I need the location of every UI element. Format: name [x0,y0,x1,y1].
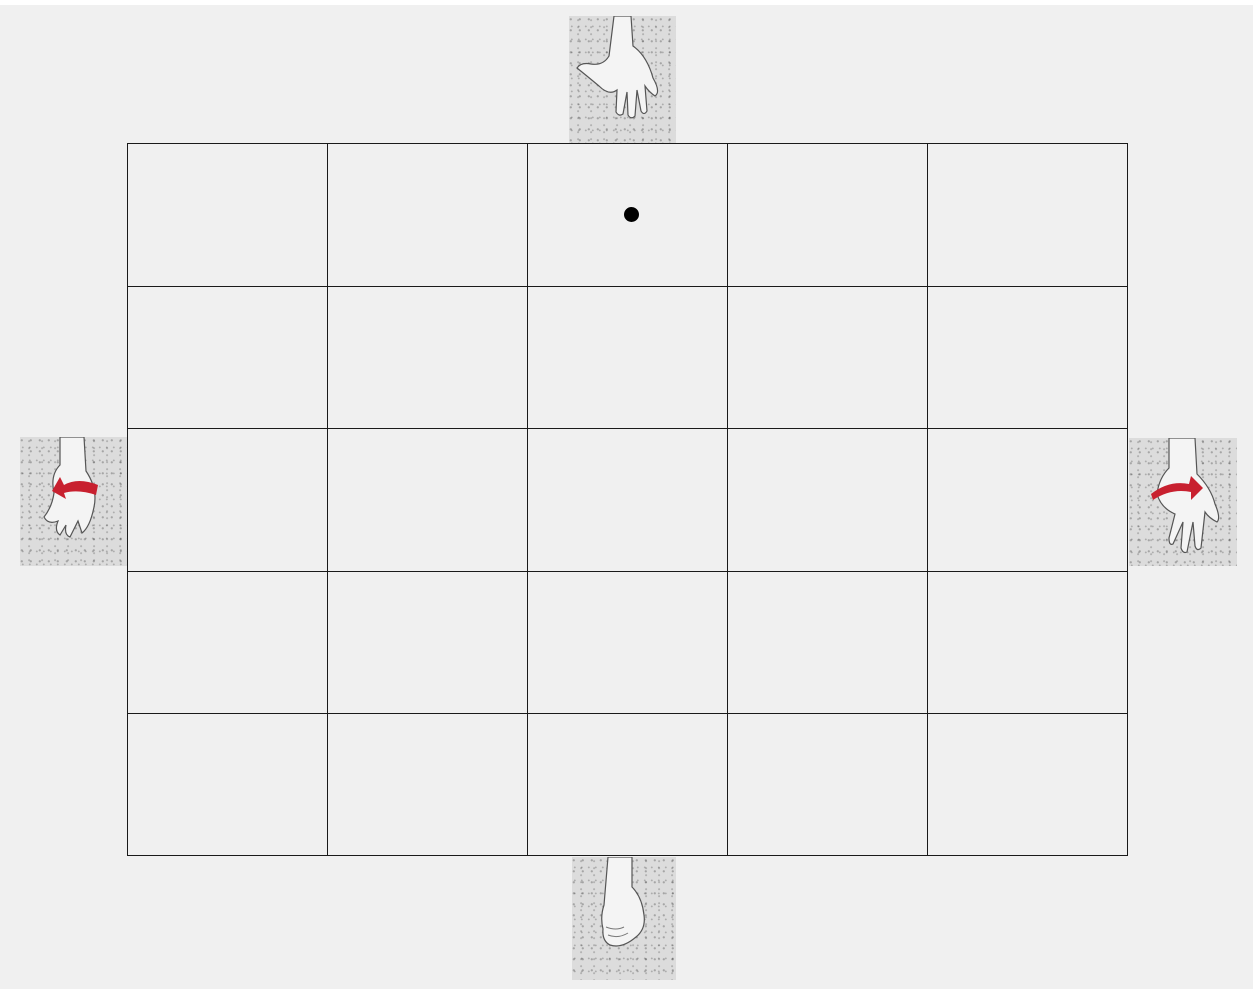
board-cell-r3-c3 [527,428,727,571]
board-cell-r5-c3 [527,713,727,856]
open-hand-palm-down-icon[interactable] [569,16,676,143]
board-cell-r2-c4 [727,285,927,429]
fist-icon[interactable] [572,857,676,980]
game-stage [0,5,1253,989]
board-cell-r4-c5 [927,570,1127,714]
board-cell-r3-c5 [927,428,1127,571]
board-cell-r2-c1 [127,285,327,429]
hand-rotate-left-drawing [43,437,98,538]
board-cell-r3-c1 [127,428,327,571]
game-board-grid [127,143,1128,856]
board-cell-r1-c3 [527,143,727,286]
board-cell-r4-c4 [727,570,927,714]
board-cell-r1-c1 [127,143,327,286]
board-cell-r1-c4 [727,143,927,286]
board-cell-r1-c5 [927,143,1127,286]
board-cell-r4-c1 [127,570,327,714]
board-cell-r1-c2 [327,143,527,286]
board-cell-r5-c2 [327,713,527,856]
hand-rotate-left-icon[interactable] [20,437,127,566]
board-cell-r5-c1 [127,713,327,856]
open-hand-drawing [576,16,659,119]
board-cell-r5-c5 [927,713,1127,856]
hand-rotate-right-drawing [1151,438,1220,554]
player-marker [624,207,639,222]
rotate-left-arrow-icon [52,477,98,499]
board-cell-r5-c4 [727,713,927,856]
board-cell-r3-c2 [327,428,527,571]
board-cell-r2-c3 [527,285,727,429]
board-cell-r4-c2 [327,570,527,714]
fist-drawing [601,857,645,947]
rotate-right-arrow-icon [1151,476,1203,500]
board-cell-r3-c4 [727,428,927,571]
board-cell-r2-c5 [927,285,1127,429]
board-cell-r2-c2 [327,285,527,429]
board-cell-r4-c3 [527,570,727,714]
hand-rotate-right-icon[interactable] [1129,438,1237,566]
